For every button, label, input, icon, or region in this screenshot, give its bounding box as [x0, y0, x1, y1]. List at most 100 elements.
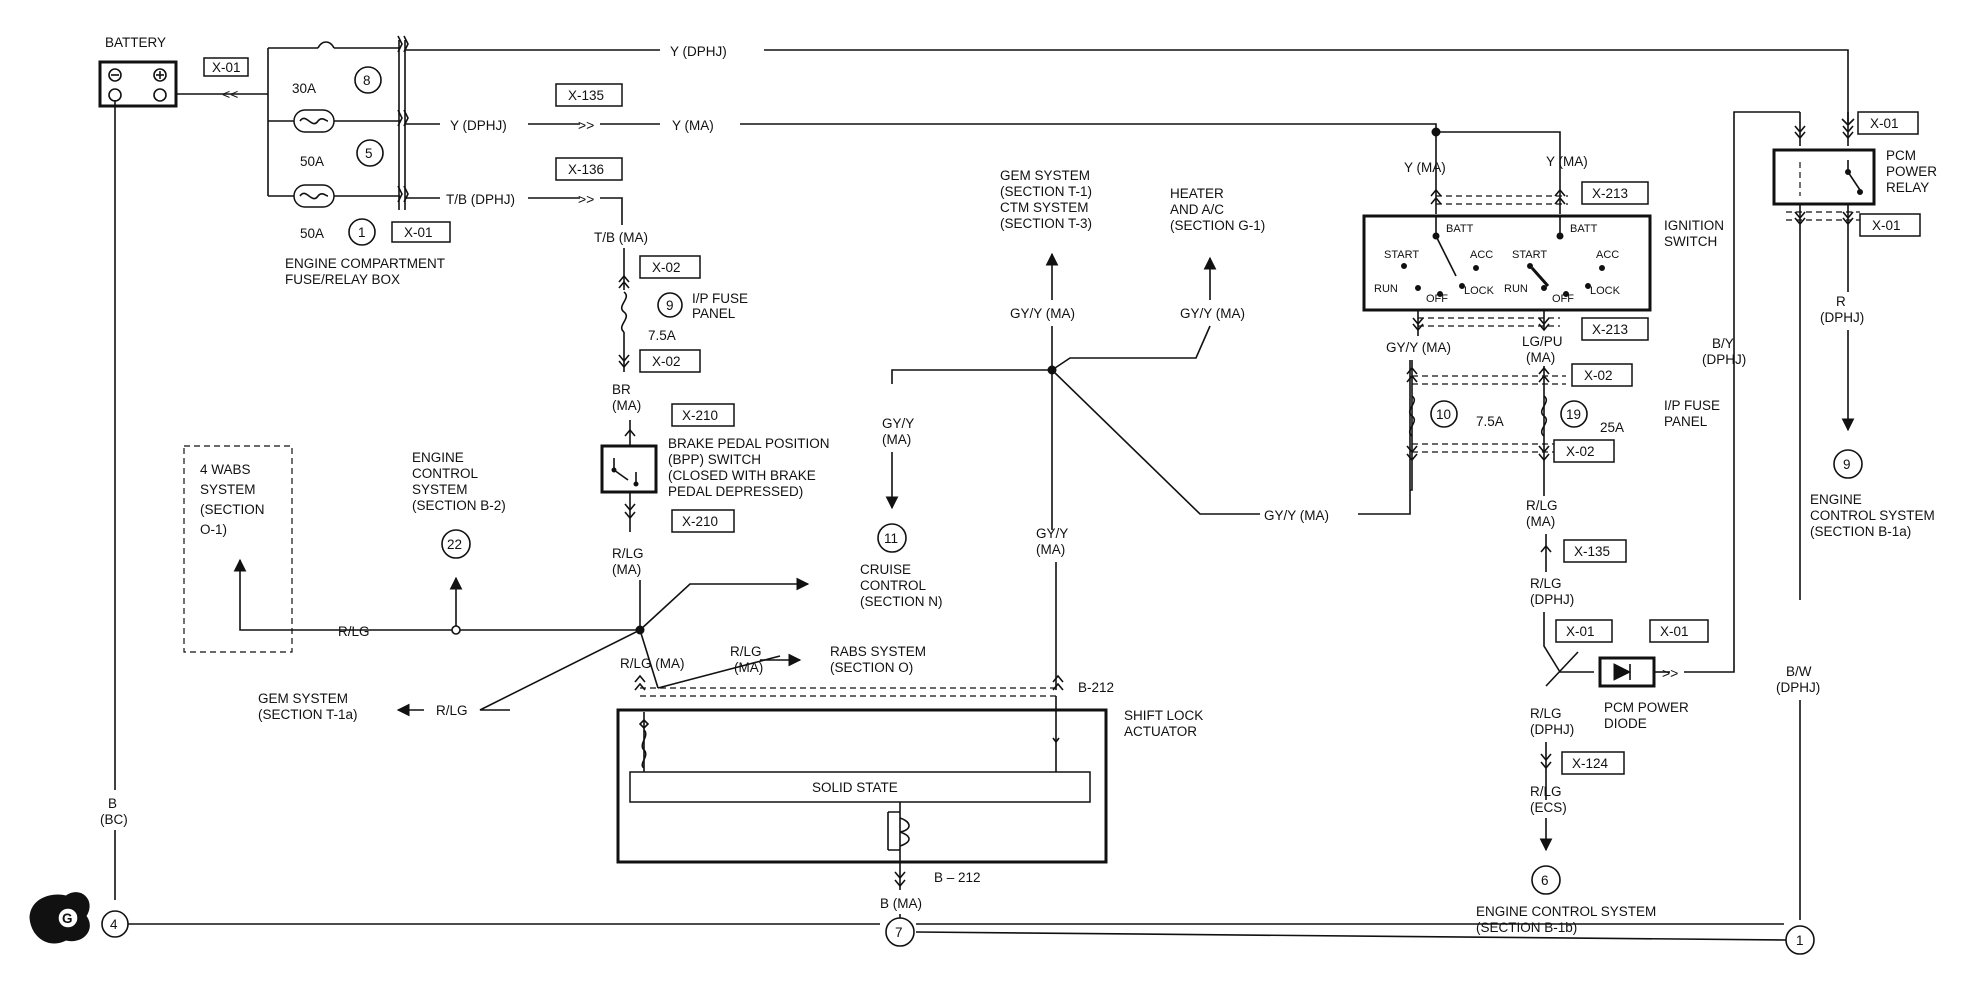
- svg-text:Y (DPHJ): Y (DPHJ): [450, 118, 507, 133]
- fuse-10-circle: 10: [1430, 400, 1458, 428]
- svg-text:R/LG: R/LG: [1526, 498, 1558, 513]
- svg-text:X-01: X-01: [1870, 116, 1899, 131]
- svg-text:X-01: X-01: [1660, 624, 1689, 639]
- ignition-switch: BATT BATT START ACC RUN OFF LOCK START A…: [1362, 214, 1652, 312]
- svg-text:R/LG: R/LG: [1530, 576, 1562, 591]
- svg-text:4 WABS: 4 WABS: [200, 462, 251, 477]
- svg-text:(MA): (MA): [734, 660, 763, 675]
- connector-x135-top: X-135: [555, 83, 623, 107]
- connector-x02-ignition-upper: X-02: [1571, 363, 1633, 387]
- svg-text:(ECS): (ECS): [1530, 800, 1567, 815]
- engine-control-22-circle: 22: [441, 529, 471, 559]
- svg-text:RUN: RUN: [1374, 283, 1398, 295]
- connector-x210-upper: X-210: [671, 403, 735, 427]
- svg-text:(SECTION B-2): (SECTION B-2): [412, 498, 506, 513]
- engine-fuse-box-label: ENGINE COMPARTMENT: [285, 256, 445, 271]
- shift-lock-actuator: SOLID STATE: [616, 696, 1108, 864]
- connector-x213-upper: X-213: [1581, 181, 1649, 205]
- svg-text:X-02: X-02: [652, 260, 681, 275]
- svg-text:7.5A: 7.5A: [648, 328, 676, 343]
- ground-4-circle: 4: [101, 910, 129, 938]
- svg-text:LOCK: LOCK: [1464, 285, 1495, 297]
- svg-text:GY/Y (MA): GY/Y (MA): [1010, 306, 1075, 321]
- svg-text:50A: 50A: [300, 154, 324, 169]
- svg-text:ENGINE CONTROL SYSTEM: ENGINE CONTROL SYSTEM: [1476, 904, 1656, 919]
- battery: BATTERY: [98, 35, 178, 108]
- svg-text:(MA): (MA): [1526, 350, 1555, 365]
- cruise-control-11-circle: 11: [877, 523, 907, 553]
- svg-text:(SECTION T-3): (SECTION T-3): [1000, 216, 1092, 231]
- svg-text:X-135: X-135: [1574, 544, 1610, 559]
- battery-label: BATTERY: [105, 35, 166, 50]
- svg-text:BR: BR: [612, 382, 631, 397]
- svg-text:IGNITION: IGNITION: [1664, 218, 1724, 233]
- svg-text:(DPHJ): (DPHJ): [1820, 310, 1864, 325]
- svg-text:PCM POWER: PCM POWER: [1604, 700, 1689, 715]
- svg-text:>>: >>: [578, 117, 594, 133]
- connector-x01-diode-left: X-01: [1555, 619, 1613, 643]
- fuse-9-ip-circle: 9: [657, 292, 683, 318]
- svg-text:PANEL: PANEL: [1664, 414, 1708, 429]
- engine-control-6-circle: 6: [1531, 865, 1561, 895]
- connector-x01-relay-lower: X-01: [1859, 213, 1921, 237]
- svg-text:8: 8: [363, 73, 371, 88]
- svg-text:T/B (DPHJ): T/B (DPHJ): [446, 192, 515, 207]
- svg-text:R/LG: R/LG: [612, 546, 644, 561]
- svg-text:R/LG: R/LG: [338, 624, 370, 639]
- svg-text:10: 10: [1436, 407, 1451, 422]
- svg-text:(DPHJ): (DPHJ): [1530, 592, 1574, 607]
- svg-text:CONTROL SYSTEM: CONTROL SYSTEM: [1810, 508, 1935, 523]
- svg-text:>>: >>: [1662, 665, 1678, 681]
- svg-text:O-1): O-1): [200, 522, 227, 537]
- svg-text:RUN: RUN: [1504, 283, 1528, 295]
- svg-text:22: 22: [447, 537, 462, 552]
- svg-text:B/Y: B/Y: [1712, 336, 1734, 351]
- svg-text:ACC: ACC: [1470, 249, 1493, 261]
- svg-text:BRAKE PEDAL POSITION: BRAKE PEDAL POSITION: [668, 436, 830, 451]
- svg-text:GY/Y (MA): GY/Y (MA): [1264, 508, 1329, 523]
- svg-text:(SECTION O): (SECTION O): [830, 660, 913, 675]
- svg-text:I/P FUSE: I/P FUSE: [692, 291, 748, 306]
- svg-text:SYSTEM: SYSTEM: [200, 482, 256, 497]
- svg-text:9: 9: [1843, 457, 1851, 472]
- svg-text:DIODE: DIODE: [1604, 716, 1647, 731]
- svg-text:X-01: X-01: [212, 60, 241, 75]
- svg-text:PANEL: PANEL: [692, 306, 736, 321]
- svg-text:50A: 50A: [300, 226, 324, 241]
- svg-text:X-02: X-02: [1566, 444, 1595, 459]
- connector-x02-ignition-lower: X-02: [1553, 439, 1615, 463]
- bpp-switch: [600, 444, 658, 494]
- svg-text:(SECTION B-1a): (SECTION B-1a): [1810, 524, 1911, 539]
- svg-text:7.5A: 7.5A: [1476, 414, 1504, 429]
- branch-upper-right: [639, 577, 810, 631]
- connector-x01-diode-right: X-01: [1649, 619, 1709, 643]
- svg-text:GY/Y (MA): GY/Y (MA): [1386, 340, 1451, 355]
- pcm-power-diode: [1598, 656, 1656, 688]
- svg-text:R/LG: R/LG: [1530, 784, 1562, 799]
- svg-text:7: 7: [895, 925, 903, 940]
- svg-text:1: 1: [358, 225, 366, 240]
- svg-text:X-213: X-213: [1592, 322, 1628, 337]
- svg-text:30A: 30A: [292, 81, 316, 96]
- svg-text:START: START: [1384, 249, 1419, 261]
- svg-text:11: 11: [884, 531, 898, 546]
- connector-x01-fusebox: X-01: [391, 221, 451, 243]
- svg-text:B (MA): B (MA): [880, 896, 922, 911]
- svg-text:START: START: [1512, 249, 1547, 261]
- svg-text:BATT: BATT: [1570, 223, 1598, 235]
- svg-text:X-01: X-01: [1566, 624, 1595, 639]
- fuse-5-circle: 5: [356, 139, 384, 167]
- svg-text:FUSE/RELAY BOX: FUSE/RELAY BOX: [285, 272, 400, 287]
- svg-text:X-213: X-213: [1592, 186, 1628, 201]
- svg-text:X-01: X-01: [404, 225, 433, 240]
- svg-text:(DPHJ): (DPHJ): [1702, 352, 1746, 367]
- svg-text:CTM SYSTEM: CTM SYSTEM: [1000, 200, 1089, 215]
- ground-7-circle: 7: [885, 917, 915, 947]
- svg-text:I/P FUSE: I/P FUSE: [1664, 398, 1720, 413]
- pcm-power-relay: [1772, 148, 1876, 206]
- svg-text:(MA): (MA): [612, 562, 641, 577]
- connector-x136: X-136: [555, 157, 623, 181]
- svg-text:PCM: PCM: [1886, 148, 1916, 163]
- svg-text:LOCK: LOCK: [1590, 285, 1621, 297]
- svg-text:T/B (MA): T/B (MA): [594, 230, 648, 245]
